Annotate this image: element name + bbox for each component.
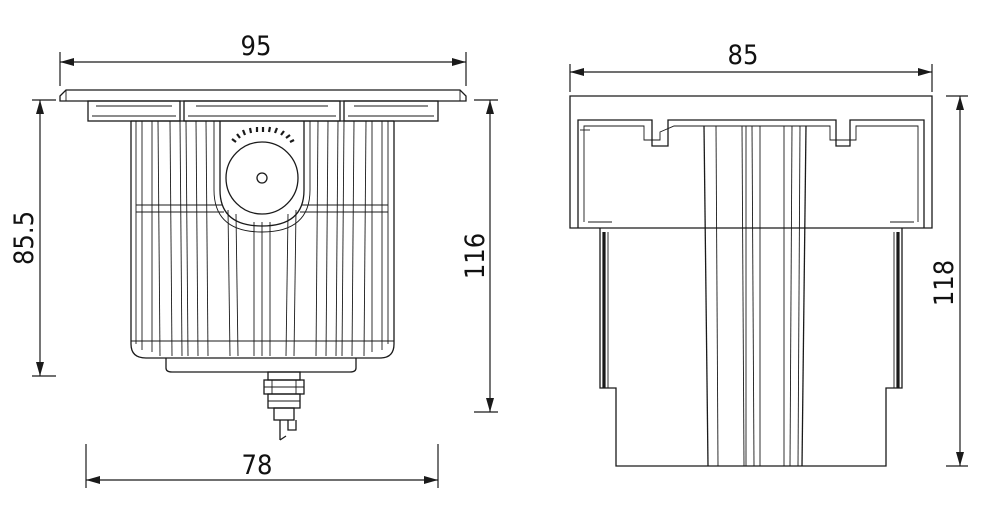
dimension-lines (32, 52, 968, 488)
front-view (59, 89, 467, 441)
front-collar (87, 100, 439, 122)
side-upper-body (569, 95, 933, 229)
dim-front-height-total: 116 (460, 233, 491, 279)
front-bands (136, 204, 388, 213)
dim-side-width: 85 (728, 40, 759, 71)
side-lower-body (599, 228, 903, 467)
dim-side-height: 118 (929, 260, 960, 306)
adjustment-window (213, 121, 311, 233)
front-bottom-cap (165, 358, 357, 373)
dim-front-height-body: 85.5 (9, 211, 40, 265)
dim-front-width-bottom: 78 (242, 450, 273, 481)
side-inner-profile (577, 119, 925, 228)
adjustment-knob (225, 141, 299, 215)
adjustment-scale (231, 126, 295, 143)
side-view (569, 95, 933, 467)
front-ribs (135, 120, 389, 357)
front-body (130, 121, 395, 359)
front-flange (59, 89, 467, 102)
cable-gland (263, 371, 305, 421)
dim-front-width-top: 95 (241, 31, 272, 62)
knob-hole (256, 172, 268, 184)
side-center-column (703, 125, 807, 467)
cable (279, 420, 297, 441)
